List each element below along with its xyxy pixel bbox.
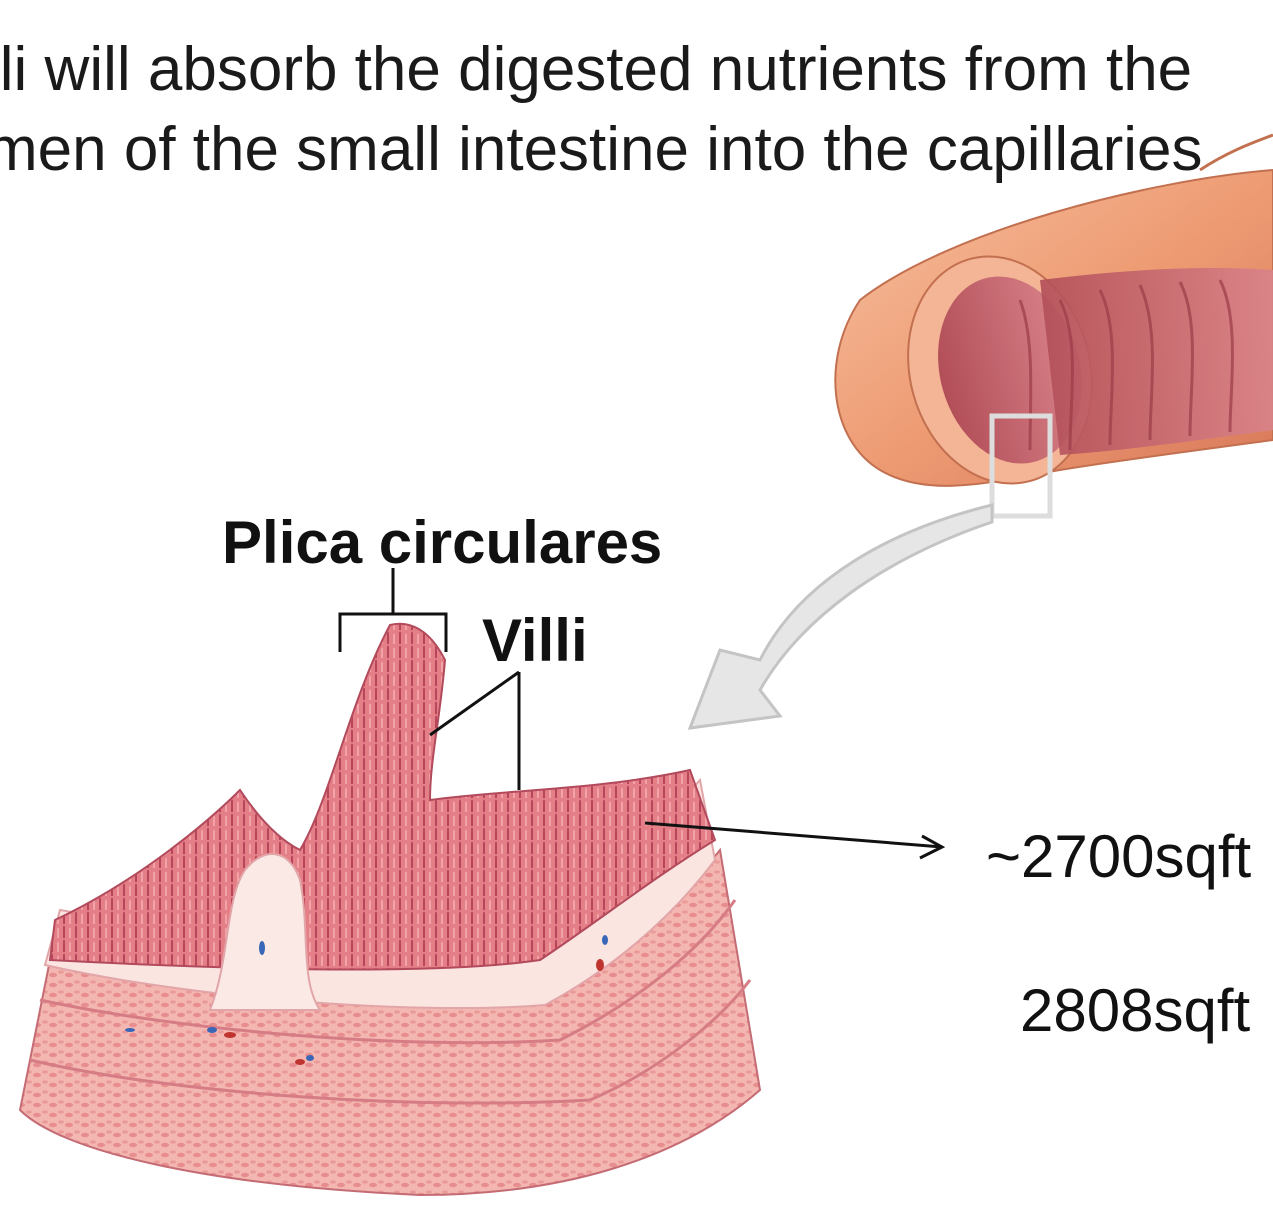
area-label-2: 2808sqft [1020, 976, 1250, 1045]
zoom-arrow [690, 505, 992, 728]
villi-label: Villi [482, 606, 588, 675]
intestine-illustration [835, 135, 1273, 516]
villi-tissue-illustration [20, 624, 760, 1195]
plica-circulares-label: Plica circulares [222, 508, 662, 577]
area-label-1: ~2700sqft [986, 822, 1251, 891]
